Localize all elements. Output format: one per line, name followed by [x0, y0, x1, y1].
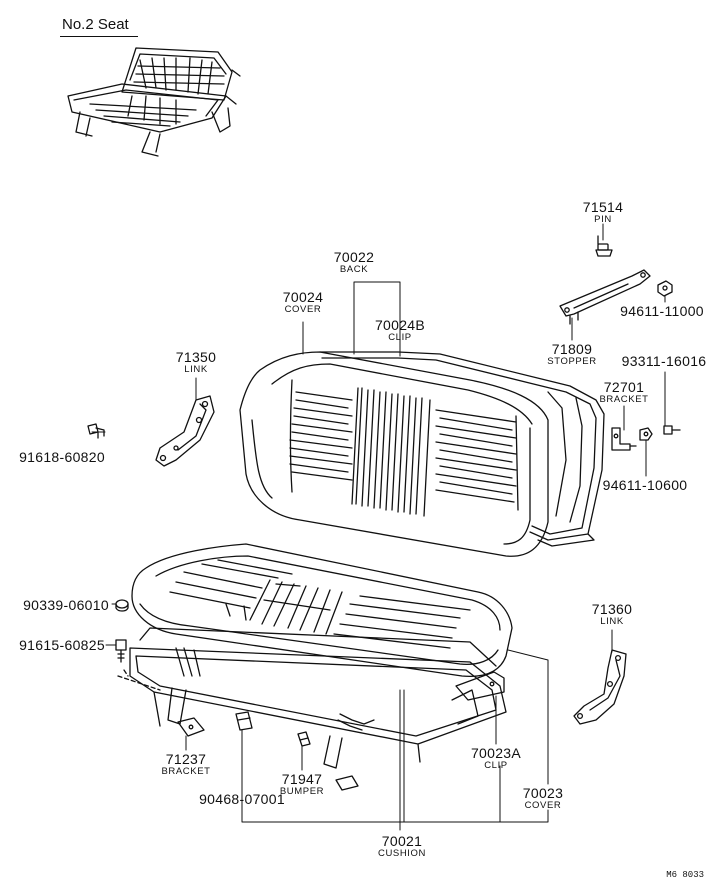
seat-thumbnail — [67, 47, 241, 157]
label-70023A: 70023A CLIP — [471, 746, 521, 771]
part-name: STOPPER — [547, 356, 597, 367]
part-name: CUSHION — [377, 848, 427, 859]
bolt-91615-60825 — [115, 639, 127, 663]
nut-94611-11000 — [657, 280, 673, 297]
label-70024: 70024 COVER — [283, 290, 323, 315]
part-number: 70022 — [333, 249, 375, 265]
link-71360 — [573, 649, 627, 725]
label-71350: 71350 LINK — [176, 350, 216, 375]
label-72701: 72701 BRACKET — [599, 380, 648, 405]
part-number: 93311-16016 — [621, 353, 707, 369]
part-name: COVER — [524, 800, 562, 811]
bracket-small — [335, 775, 359, 791]
bracket-71237 — [177, 717, 205, 737]
part-number: 91618-60820 — [19, 449, 105, 465]
title-underline — [60, 36, 138, 37]
part-number: 71809 — [551, 341, 593, 357]
part-number: 94611-11000 — [620, 303, 704, 319]
figure-code: M6 8033 — [666, 870, 704, 880]
part-number: 72701 — [603, 379, 645, 395]
part-name: COVER — [284, 304, 322, 315]
part-number: 90339-06010 — [23, 597, 109, 613]
nut-90339-06010 — [115, 599, 129, 612]
part-name: BRACKET — [161, 766, 211, 777]
label-70022: 70022 BACK — [334, 250, 374, 275]
part-name: LINK — [184, 364, 208, 375]
leader-lines — [91, 223, 666, 831]
part-name: BACK — [339, 264, 369, 275]
link-71350 — [155, 395, 215, 467]
part-name: PIN — [594, 214, 612, 225]
part-number: 71350 — [175, 349, 217, 365]
stopper-71809 — [559, 269, 651, 325]
label-91615-60825: 91615-60825 — [19, 638, 105, 652]
part-number: 70023A — [470, 745, 522, 761]
diagram-title: No.2 Seat — [62, 16, 129, 33]
part-name: CLIP — [388, 332, 412, 343]
label-70024B: 70024B CLIP — [375, 318, 425, 343]
part-name: BRACKET — [599, 394, 649, 405]
seat-cushion — [131, 543, 513, 678]
part-name: LINK — [600, 616, 624, 627]
bracket-72701 — [611, 427, 637, 451]
label-90468-07001: 90468-07001 — [199, 792, 285, 806]
label-71809: 71809 STOPPER — [547, 342, 596, 367]
label-70023: 70023 COVER — [523, 786, 563, 811]
part-number: 94611-10600 — [602, 477, 688, 493]
bumper-90468-07001 — [235, 711, 253, 731]
pin-71514 — [595, 235, 613, 257]
label-71237: 71237 BRACKET — [161, 752, 210, 777]
label-94611-10600: 94611-10600 — [603, 478, 688, 492]
label-71514: 71514 PIN — [583, 200, 623, 225]
part-number: 70024 — [282, 289, 324, 305]
bolt-91618-60820 — [87, 423, 105, 439]
part-number: 90468-07001 — [199, 791, 285, 807]
seat-back — [239, 351, 605, 557]
label-90339-06010: 90339-06010 — [23, 598, 109, 612]
part-number: 91615-60825 — [19, 637, 105, 653]
part-number: 70023 — [522, 785, 564, 801]
label-91618-60820: 91618-60820 — [19, 450, 105, 464]
part-number: 71514 — [582, 199, 624, 215]
screw-93311-16016 — [663, 425, 681, 435]
label-71947: 71947 BUMPER — [280, 772, 324, 797]
part-number: 71237 — [165, 751, 207, 767]
label-71360: 71360 LINK — [592, 602, 632, 627]
part-number: 71360 — [591, 601, 633, 617]
part-name: CLIP — [484, 760, 508, 771]
part-number: 71947 — [281, 771, 323, 787]
cushion-frame — [117, 627, 507, 769]
label-93311-16016: 93311-16016 — [622, 354, 707, 368]
label-94611-11000: 94611-11000 — [620, 304, 704, 318]
bumper-71947 — [297, 731, 311, 747]
part-name: BUMPER — [279, 786, 325, 797]
part-number: 70021 — [381, 833, 423, 849]
label-70021: 70021 CUSHION — [378, 834, 426, 859]
nut-94611-10600 — [639, 427, 653, 441]
part-number: 70024B — [374, 317, 426, 333]
